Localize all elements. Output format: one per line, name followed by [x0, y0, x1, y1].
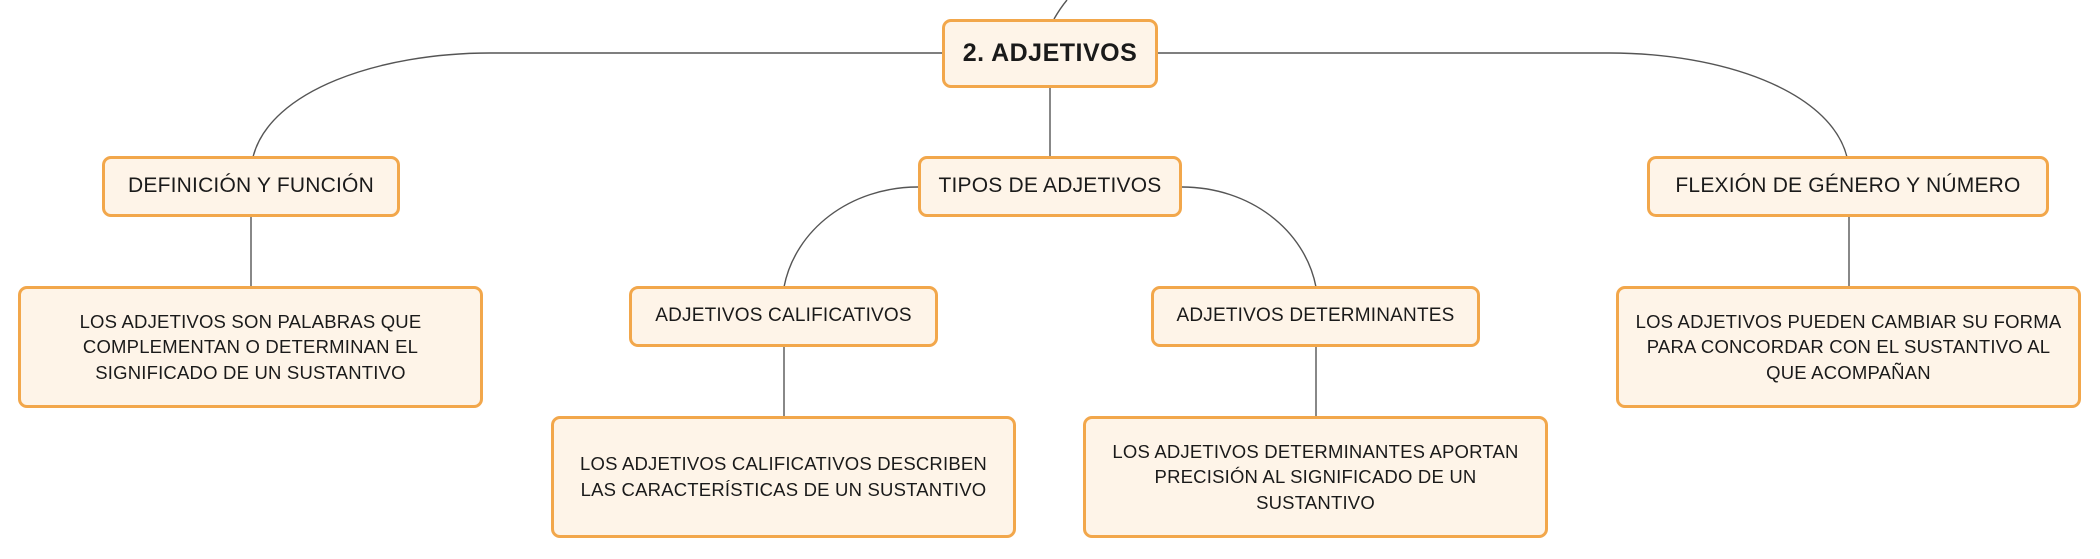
connector-tipos-to-calificativos	[783, 186, 919, 288]
definicion-note[interactable]: LOS ADJETIVOS SON PALABRAS QUE COMPLEMEN…	[18, 286, 483, 408]
connector-tipos-to-determinantes	[1181, 186, 1317, 288]
determinantes-node[interactable]: ADJETIVOS DETERMINANTES	[1151, 286, 1480, 347]
definicion-note-text: LOS ADJETIVOS SON PALABRAS QUE COMPLEMEN…	[79, 310, 422, 383]
connector-root-to-flexion	[1158, 52, 1848, 158]
flexion-node[interactable]: FLEXIÓN DE GÉNERO Y NÚMERO	[1647, 156, 2049, 217]
root-node-label: 2. ADJETIVOS	[962, 39, 1138, 68]
calificativos-node-label: ADJETIVOS CALIFICATIVOS	[655, 305, 912, 327]
tipos-node-label: TIPOS DE ADJETIVOS	[938, 174, 1162, 198]
flexion-node-label: FLEXIÓN DE GÉNERO Y NÚMERO	[1675, 174, 2021, 198]
determinantes-note-text: LOS ADJETIVOS DETERMINANTES APORTAN PREC…	[1112, 440, 1519, 513]
determinantes-node-label: ADJETIVOS DETERMINANTES	[1176, 305, 1455, 327]
calificativos-node[interactable]: ADJETIVOS CALIFICATIVOS	[629, 286, 938, 347]
calificativos-note[interactable]: LOS ADJETIVOS CALIFICATIVOS DESCRIBEN LA…	[551, 416, 1016, 538]
connector-root-to-definicion	[252, 52, 943, 158]
flexion-note-text: LOS ADJETIVOS PUEDEN CAMBIAR SU FORMA PA…	[1635, 310, 2062, 383]
calificativos-note-text: LOS ADJETIVOS CALIFICATIVOS DESCRIBEN LA…	[580, 453, 987, 500]
flexion-note[interactable]: LOS ADJETIVOS PUEDEN CAMBIAR SU FORMA PA…	[1616, 286, 2081, 408]
determinantes-note[interactable]: LOS ADJETIVOS DETERMINANTES APORTAN PREC…	[1083, 416, 1548, 538]
definicion-node[interactable]: DEFINICIÓN Y FUNCIÓN	[102, 156, 400, 217]
root-node[interactable]: 2. ADJETIVOS	[942, 19, 1158, 88]
connector-parent-to-root	[1053, 0, 1068, 20]
definicion-node-label: DEFINICIÓN Y FUNCIÓN	[128, 174, 374, 198]
tipos-node[interactable]: TIPOS DE ADJETIVOS	[918, 156, 1182, 217]
